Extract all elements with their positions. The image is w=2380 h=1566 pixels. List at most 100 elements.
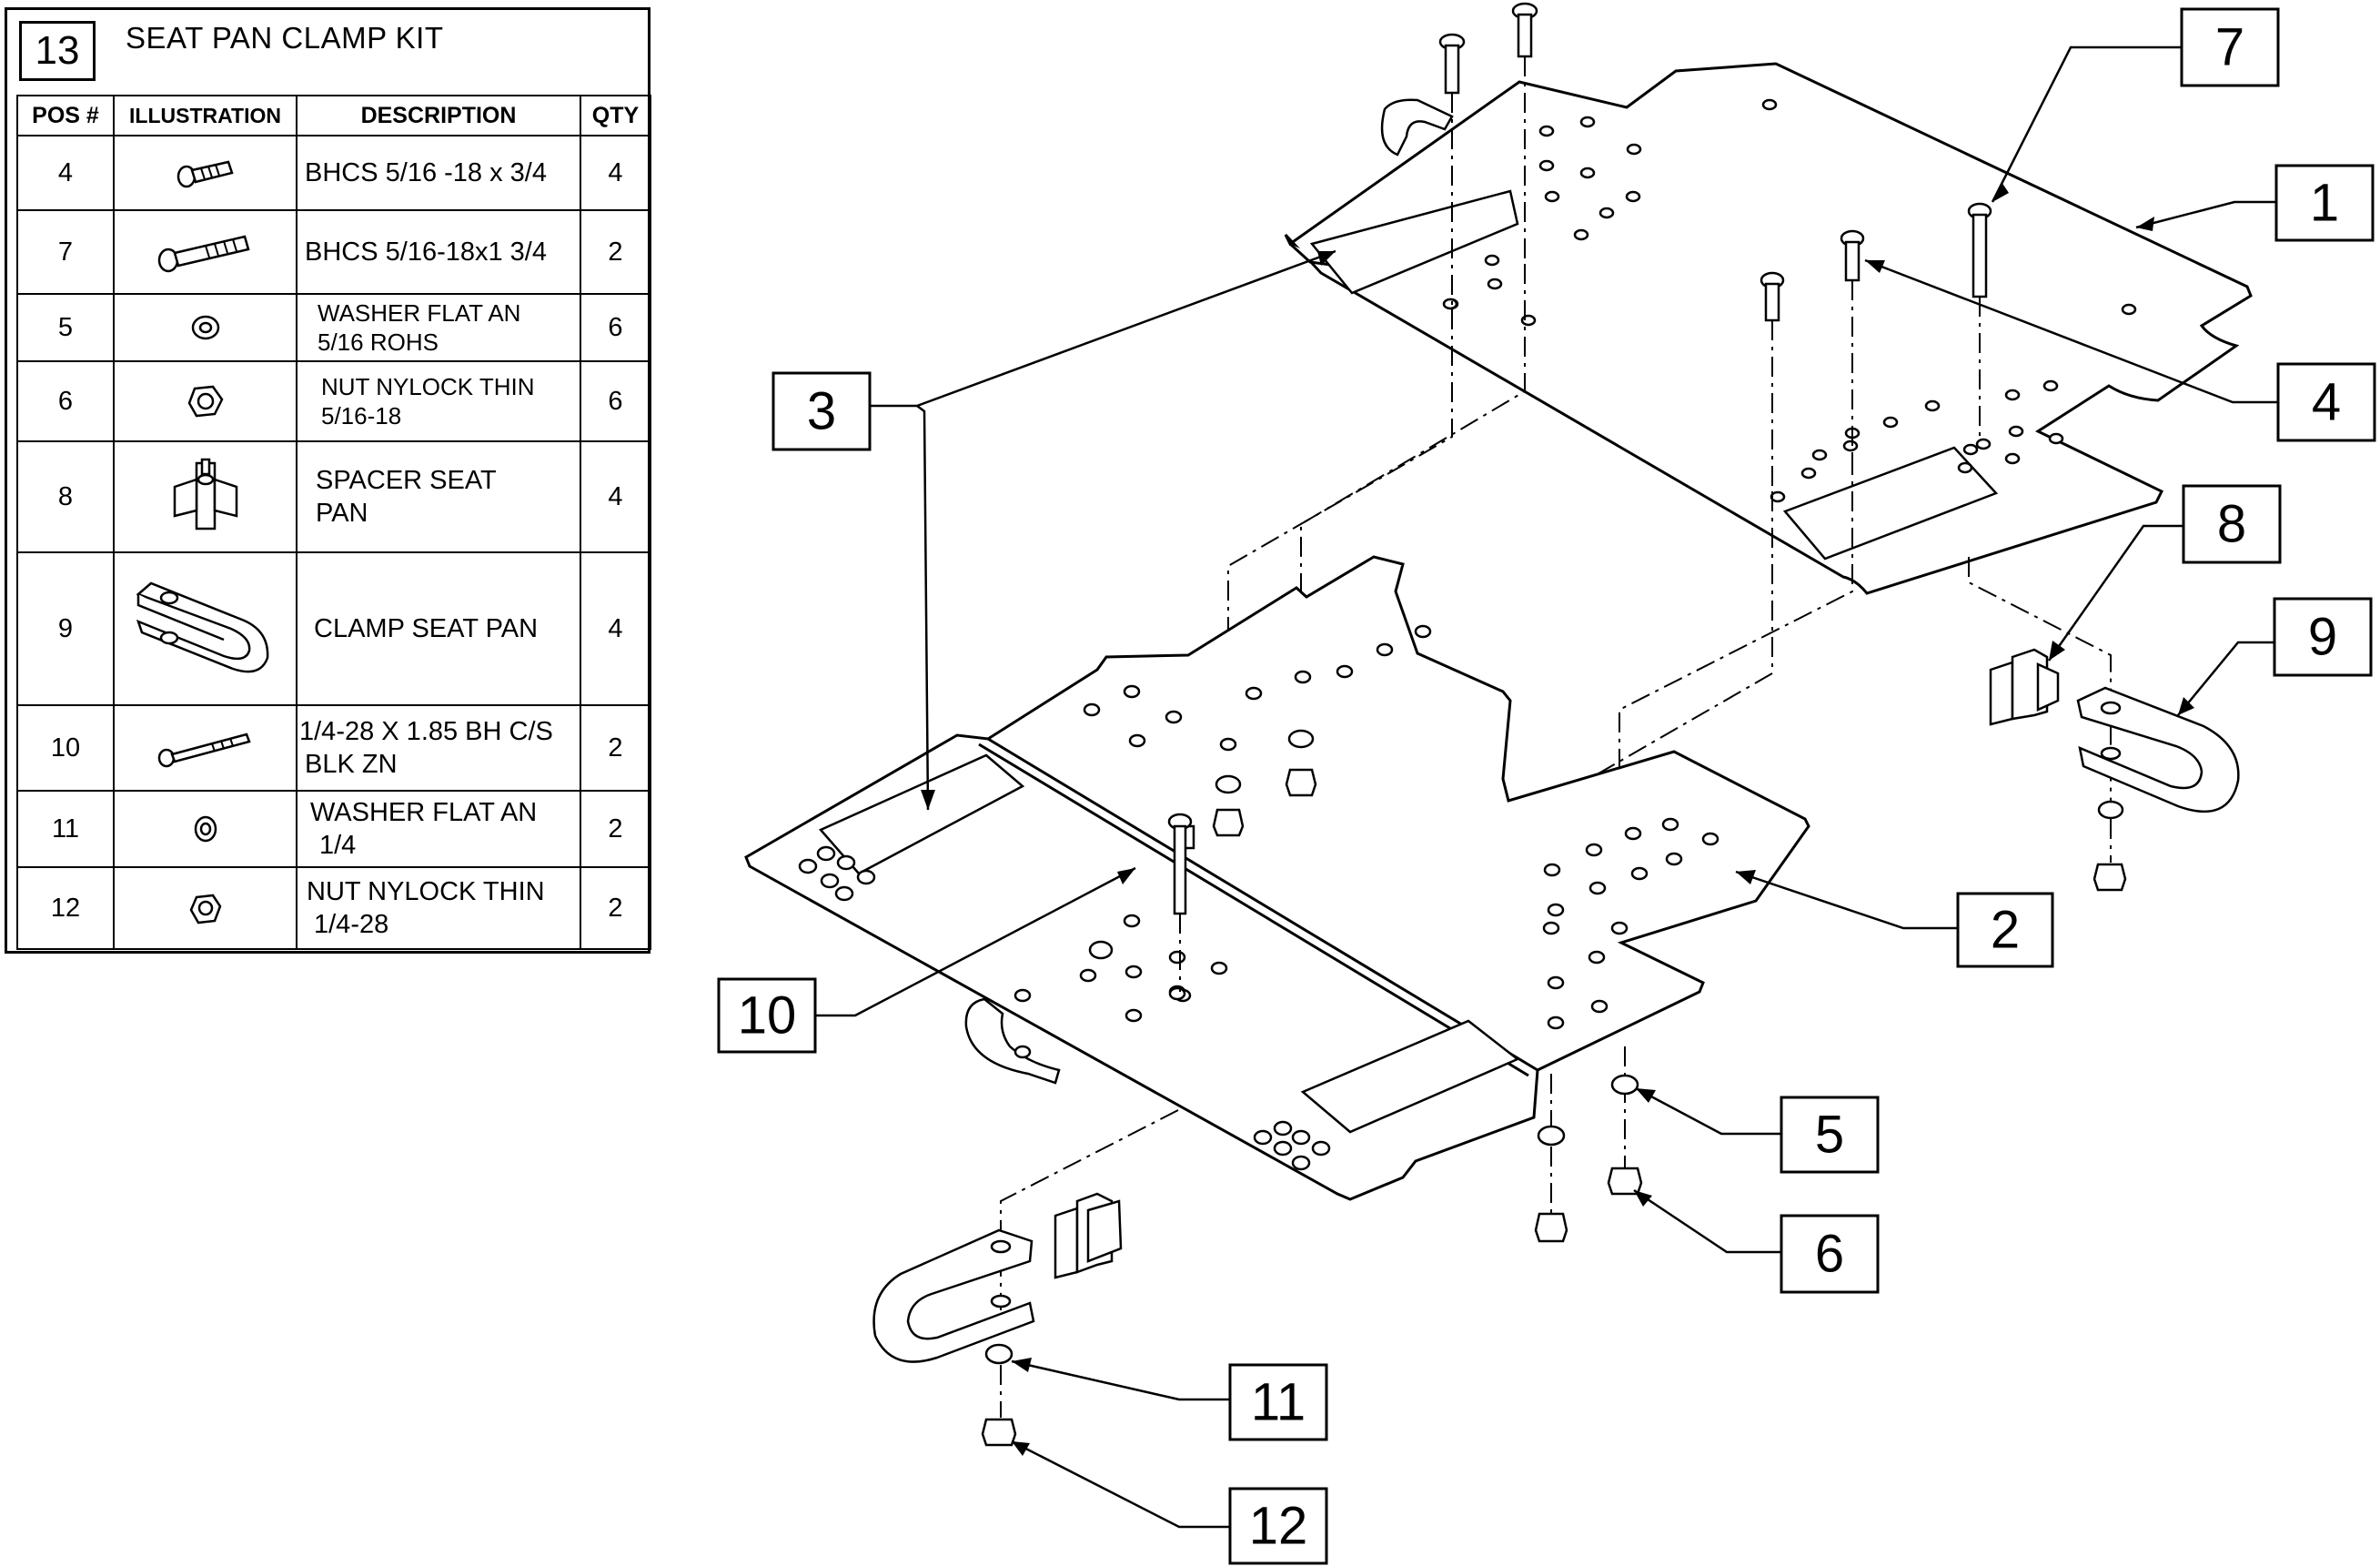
row-qty: 2 xyxy=(580,790,651,868)
callout-11: 11 xyxy=(1228,1363,1328,1441)
parts-table: POS # ILLUSTRATION DESCRIPTION QTY 4 xyxy=(16,95,651,950)
washer-icon xyxy=(191,315,219,340)
callout-4: 4 xyxy=(2276,362,2376,442)
clamp-icon xyxy=(2076,686,2240,813)
row-pos: 9 xyxy=(16,551,115,706)
leader-lines xyxy=(815,45,2278,1529)
svg-text:6: 6 xyxy=(1815,1225,1844,1284)
callout-5: 5 xyxy=(1780,1096,1880,1174)
bolt-icon xyxy=(1967,202,1992,437)
lower-plate-holes xyxy=(798,624,1719,1171)
table-header-row: POS # ILLUSTRATION DESCRIPTION QTY xyxy=(16,95,651,136)
row-description: NUT NYLOCK THIN xyxy=(307,876,545,906)
spacer-icon xyxy=(173,458,237,530)
callout-1: 1 xyxy=(2274,164,2375,242)
spacer-icon xyxy=(1989,661,2014,726)
row-pos: 10 xyxy=(16,704,115,792)
header-description: DESCRIPTION xyxy=(296,95,581,136)
row-description-line2: BLK ZN xyxy=(305,750,398,779)
row-pos: 7 xyxy=(16,209,115,295)
bolt-icon xyxy=(1511,2,1538,264)
callout-7: 7 xyxy=(2180,7,2280,87)
small-nut-icon xyxy=(189,894,221,924)
clamp-icon xyxy=(872,1228,1035,1363)
hardware-between-plates xyxy=(1181,729,1317,850)
callout-2: 2 xyxy=(1956,892,2054,968)
washer-icon xyxy=(1610,1074,1639,1096)
svg-text:2: 2 xyxy=(1991,901,2020,960)
svg-text:7: 7 xyxy=(2215,18,2244,77)
callout-3: 3 xyxy=(771,371,872,451)
table-row: 8 SPACER SEAT PAN 4 xyxy=(16,440,651,553)
upper-bolts xyxy=(1438,2,1992,491)
svg-text:11: 11 xyxy=(1251,1373,1306,1432)
callout-10: 10 xyxy=(717,977,817,1054)
svg-text:10: 10 xyxy=(738,986,797,1046)
table-row: 7 BHCS 5/16-18x1 3/4 2 xyxy=(16,209,651,295)
callout-12: 12 xyxy=(1228,1487,1328,1565)
nut-icon xyxy=(1212,808,1245,837)
callout-8: 8 xyxy=(2182,484,2282,564)
header-pos: POS # xyxy=(16,95,115,136)
row-qty: 2 xyxy=(580,209,651,295)
table-row: 4 BHCS 5/16 -18 x 3/4 4 xyxy=(16,135,651,211)
table-row: 9 CLAMP SEAT PAN 4 xyxy=(16,551,651,706)
row-description-line2: 5/16 ROHS xyxy=(318,328,439,356)
row-description: SPACER SEAT xyxy=(316,465,497,495)
bolt-icon xyxy=(1760,271,1785,491)
upper-seat-plate xyxy=(1284,62,2253,595)
row-description-line2: PAN xyxy=(316,499,368,528)
row-description: BHCS 5/16 -18 x 3/4 xyxy=(305,157,547,187)
bolt-icon xyxy=(1438,33,1466,309)
lower-plate-fasteners xyxy=(1534,1046,1643,1243)
row-description: 1/4-28 X 1.85 BH C/S xyxy=(299,716,553,746)
kit-title: SEAT PAN CLAMP KIT xyxy=(126,21,444,55)
row-qty: 6 xyxy=(580,360,651,442)
clamp-icon xyxy=(136,581,268,673)
svg-text:12: 12 xyxy=(1249,1497,1308,1556)
upper-plate-holes xyxy=(1442,98,2137,503)
right-clamp-assembly xyxy=(1989,648,2240,892)
callout-6: 6 xyxy=(1780,1214,1880,1294)
left-clamp-assembly xyxy=(872,1192,1123,1447)
svg-text:1: 1 xyxy=(2310,174,2339,233)
row-qty: 2 xyxy=(580,704,651,792)
header-illustration: ILLUSTRATION xyxy=(113,95,298,136)
row-description: BHCS 5/16-18x1 3/4 xyxy=(305,237,547,267)
screw-icon xyxy=(157,732,251,768)
svg-text:9: 9 xyxy=(2308,608,2337,667)
table-row: 6 NUT NYLOCK THIN 5/16-18 6 xyxy=(16,360,651,442)
row-description-line2: 5/16-18 xyxy=(321,402,402,429)
washer-icon xyxy=(2097,800,2124,820)
nut-icon xyxy=(1534,1212,1568,1243)
kit-number-box: 13 xyxy=(19,21,96,81)
row-pos: 5 xyxy=(16,293,115,362)
row-qty: 4 xyxy=(580,135,651,211)
row-description-line2: 1/4-28 xyxy=(314,910,389,939)
table-row: 11 WASHER FLAT AN 1/4 2 xyxy=(16,790,651,868)
svg-text:5: 5 xyxy=(1815,1106,1844,1165)
svg-text:3: 3 xyxy=(807,382,836,441)
callout-9: 9 xyxy=(2273,597,2373,677)
screw-icon xyxy=(1167,813,1193,992)
bolt-icon xyxy=(1840,229,1865,455)
row-description-line2: 1/4 xyxy=(319,831,357,860)
svg-text:4: 4 xyxy=(2312,373,2341,432)
row-qty: 6 xyxy=(580,293,651,362)
row-pos: 11 xyxy=(16,790,115,868)
small-washer-icon xyxy=(984,1343,1014,1365)
table-row: 12 NUT NYLOCK THIN 1/4-28 2 xyxy=(16,866,651,950)
washer-icon xyxy=(1537,1125,1566,1147)
svg-text:8: 8 xyxy=(2217,495,2246,554)
small-washer-icon xyxy=(194,815,217,843)
nut-icon xyxy=(1607,1167,1643,1196)
small-nut-icon xyxy=(981,1418,1017,1447)
row-qty: 2 xyxy=(580,866,651,950)
row-qty: 4 xyxy=(580,551,651,706)
row-pos: 4 xyxy=(16,135,115,211)
nut-icon xyxy=(187,385,223,418)
row-pos: 6 xyxy=(16,360,115,442)
short-bolt-icon xyxy=(176,160,234,188)
washer-icon xyxy=(1215,774,1242,794)
